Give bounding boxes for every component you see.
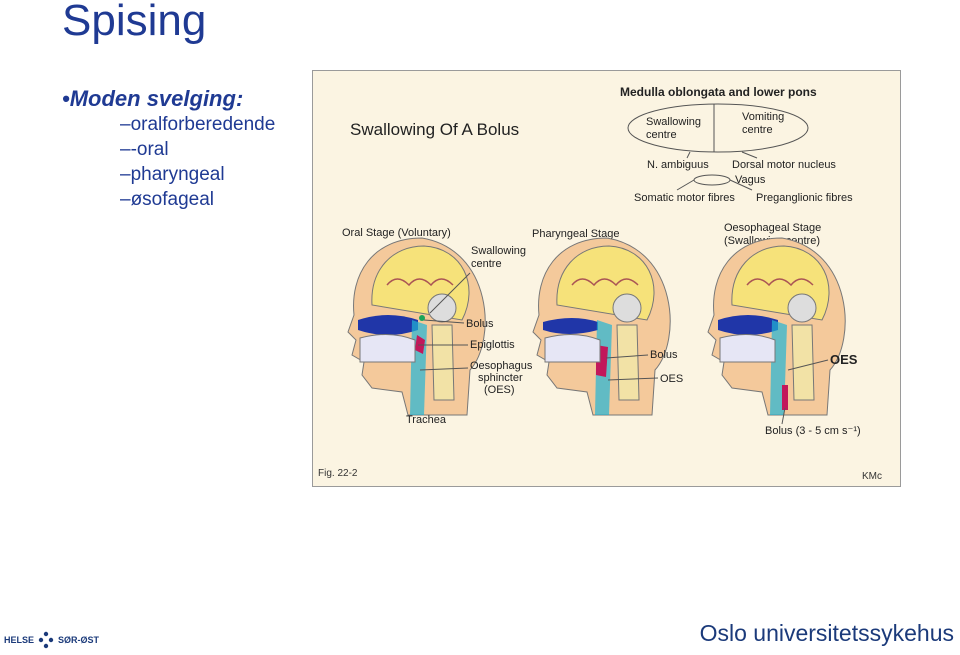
figure-heading: Swallowing Of A Bolus	[350, 120, 519, 139]
vagus-label: Vagus	[735, 174, 766, 186]
vomiting-centre-text-2: centre	[742, 124, 773, 136]
n-ambiguus-label: N. ambiguus	[647, 159, 709, 171]
label-bolus-1: Bolus	[466, 318, 494, 330]
head-pharyngeal-stage	[532, 237, 671, 416]
hospital-name: Oslo universitetssykehus	[699, 620, 954, 646]
medulla-title: Medulla oblongata and lower pons	[620, 85, 817, 99]
label-oes-3: (OES)	[484, 384, 515, 396]
label-bolus-2: Bolus	[650, 349, 678, 361]
label-oes-big: OES	[830, 352, 858, 367]
medulla-ellipse	[627, 103, 809, 153]
pointer-oes	[419, 367, 469, 371]
sub-item-pharyngeal: –pharyngeal	[120, 164, 225, 185]
oesophageal-stage-label-1: Oesophageal Stage	[724, 222, 821, 234]
label-swallowing-2: centre	[471, 258, 502, 270]
label-oes-1: Oesophagus	[470, 360, 533, 372]
slide-title: Spising	[62, 0, 207, 45]
swallowing-figure: Swallowing Of A Bolus Medulla oblongata …	[312, 70, 901, 487]
preganglionic-label: Preganglionic fibres	[756, 192, 853, 204]
vomiting-centre-text-1: Vomiting	[742, 111, 784, 123]
logo-right-text: SØR-ØST	[58, 635, 100, 645]
pharyngeal-stage-label: Pharyngeal Stage	[532, 228, 619, 240]
fig-credit: KMc	[862, 471, 882, 482]
main-bullet: •Moden svelging:	[62, 86, 244, 111]
pointer-bolus-2	[605, 354, 649, 359]
pointer-oes-short	[607, 377, 659, 381]
pointer-bolus-1	[423, 319, 465, 324]
medulla-line-2	[741, 151, 758, 159]
label-trachea: Trachea	[406, 414, 447, 426]
pointer-oes-big	[787, 359, 829, 371]
helse-logo-mark: HELSE SØR-ØST	[4, 631, 100, 649]
pointer-swallowing	[429, 272, 471, 314]
helse-logo: HELSE SØR-ØST	[4, 630, 104, 655]
label-oes-2: sphincter	[478, 372, 523, 384]
swallowing-centre-text-1: Swallowing	[646, 116, 701, 128]
dorsal-motor-label: Dorsal motor nucleus	[732, 159, 836, 171]
logo-left-text: HELSE	[4, 635, 34, 645]
fig-number: Fig. 22-2	[318, 468, 358, 479]
head-oral-stage	[347, 237, 486, 416]
head-oesophageal-stage	[707, 237, 846, 416]
oral-stage-label: Oral Stage (Voluntary)	[342, 227, 451, 239]
sub-item-oral: –-oral	[120, 139, 169, 160]
label-epiglottis: Epiglottis	[470, 339, 515, 351]
label-bolus-speed: Bolus (3 - 5 cm s⁻¹)	[765, 425, 861, 437]
label-swallowing-1: Swallowing	[471, 245, 526, 257]
somatic-label: Somatic motor fibres	[634, 192, 735, 204]
sub-item-osofageal: –øsofageal	[120, 189, 215, 210]
medulla-line-1	[686, 151, 691, 159]
preganglionic-line	[729, 179, 753, 191]
somatic-line	[676, 179, 695, 191]
label-oes-short: OES	[660, 373, 683, 385]
bullet-list: •Moden svelging: –oralforberedende –-ora…	[62, 86, 275, 212]
pointer-bolus-speed	[781, 407, 786, 425]
swallowing-centre-text-2: centre	[646, 129, 677, 141]
sub-item-oralforberedende: –oralforberedende	[120, 114, 276, 135]
